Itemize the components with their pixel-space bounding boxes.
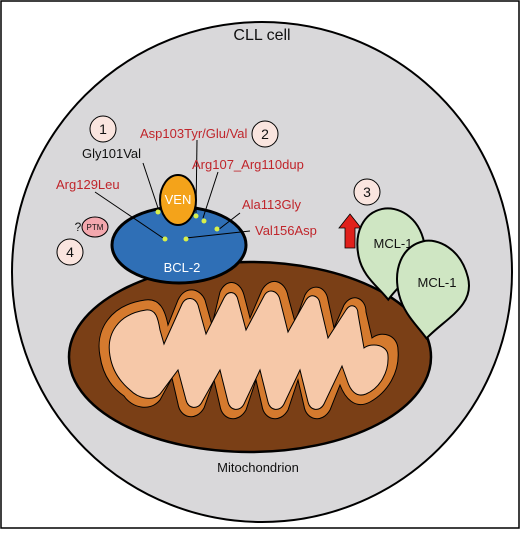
mitochondrion: [67, 260, 433, 454]
mutation-gly101val: Gly101Val: [82, 146, 141, 161]
leader-val156asp: [185, 230, 251, 239]
site-gly101val: [155, 209, 161, 215]
leader-arg129leu: [94, 191, 164, 239]
mutation-leader-lines: [94, 139, 251, 239]
marker-3-label: 3: [363, 184, 371, 200]
bcl2-label: BCL-2: [164, 260, 201, 275]
cell-title: CLL cell: [233, 27, 290, 44]
mitochondrion-label: Mitochondrion: [217, 460, 299, 475]
site-asp103: [193, 213, 199, 219]
ptm-badge: [81, 216, 109, 238]
site-val156asp: [183, 236, 189, 242]
marker-2-label: 2: [261, 126, 269, 142]
mcl1-protein-b: [396, 239, 471, 340]
marker-3: [353, 178, 381, 206]
marker-4-label: 4: [66, 244, 74, 260]
mcl1-label-a: MCL-1: [373, 236, 412, 251]
site-ala113gly: [214, 226, 220, 232]
ven-label: VEN: [165, 192, 192, 207]
marker-1-label: 1: [99, 121, 107, 137]
mutation-sites: [155, 209, 220, 242]
ptm-question-mark: ?: [75, 220, 82, 234]
mutation-asp103: Asp103Tyr/Glu/Val: [140, 126, 248, 141]
mutation-arg107: Arg107_Arg110dup: [192, 157, 304, 172]
mutation-val156asp: Val156Asp: [255, 223, 317, 238]
leader-asp103: [195, 139, 198, 214]
ptm-label: PTM: [87, 223, 104, 232]
mcl1-label-b: MCL-1: [417, 275, 456, 290]
leader-ala113gly: [217, 212, 241, 231]
mitochondrion-matrix: [108, 290, 389, 410]
leader-arg107: [202, 171, 219, 219]
mutation-ala113gly: Ala113Gly: [242, 197, 302, 212]
mcl1-shape-b: [396, 239, 471, 340]
marker-4: [56, 238, 84, 266]
site-arg107: [201, 218, 207, 224]
leader-gly101val: [142, 162, 159, 209]
marker-1: [89, 115, 117, 143]
marker-2: [251, 120, 279, 148]
site-arg129leu: [162, 236, 168, 242]
mutation-arg129leu: Arg129Leu: [56, 177, 120, 192]
